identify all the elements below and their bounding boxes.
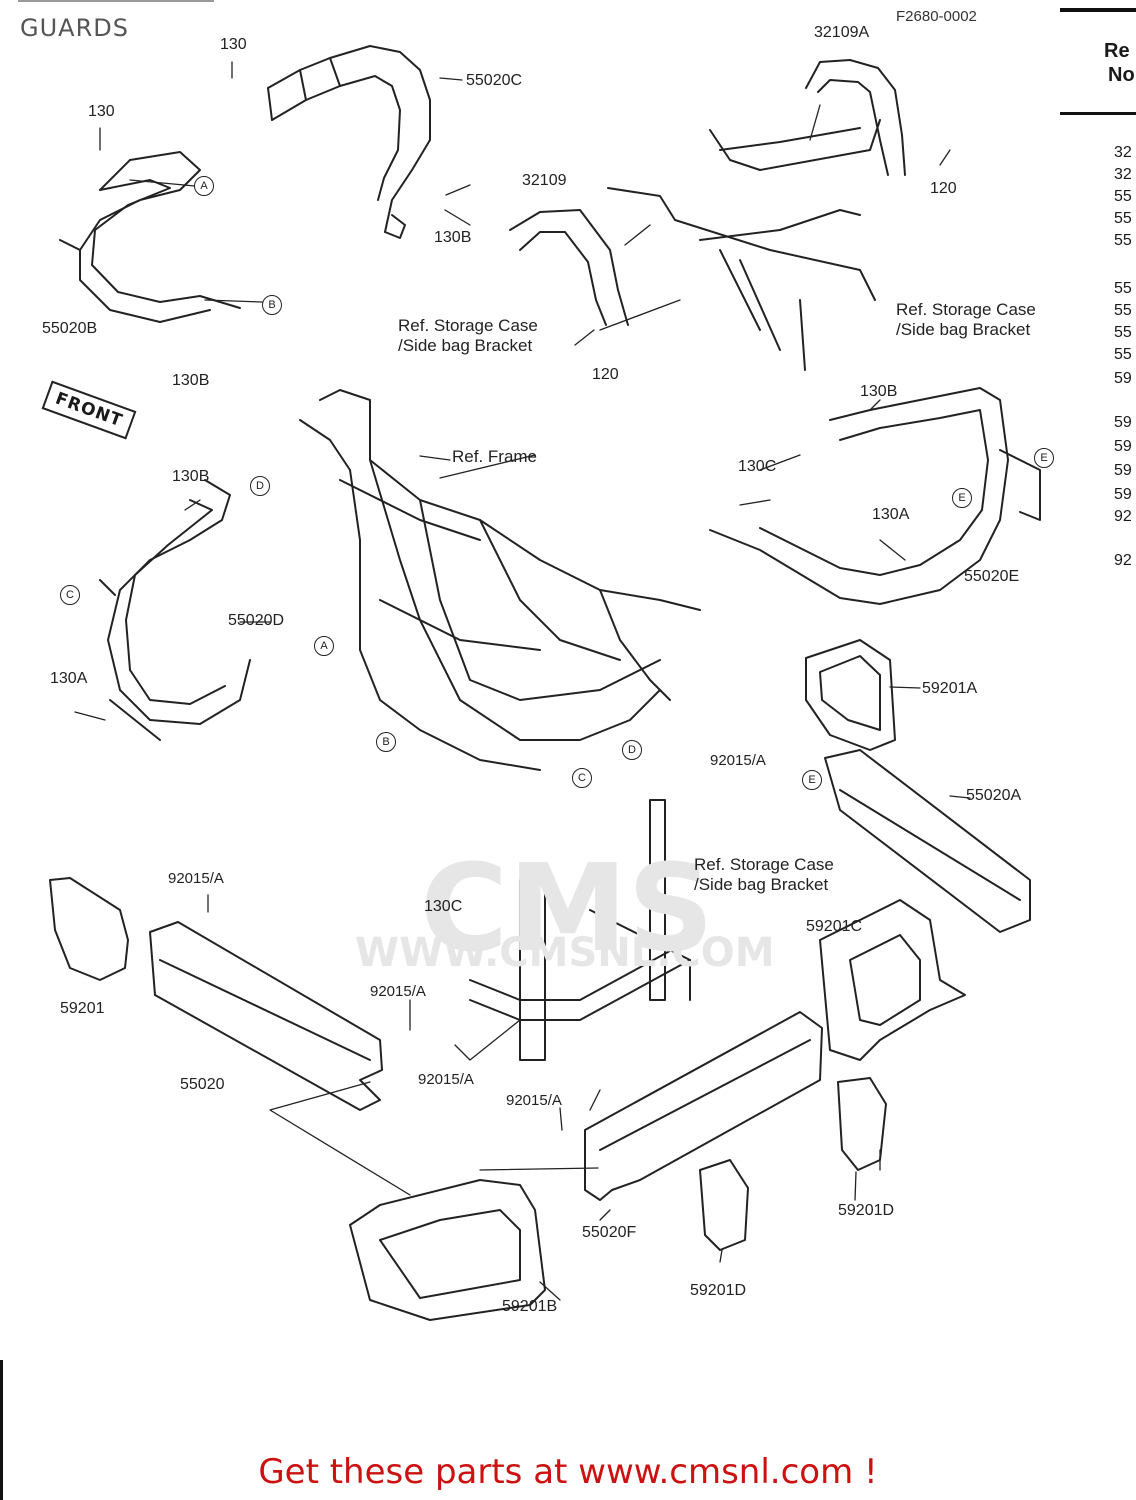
part-label: 130A (872, 506, 910, 523)
ref-note-line: /Side bag Bracket (694, 875, 829, 894)
table-row: 59 (1114, 486, 1132, 503)
ref-note-storage-case: Ref. Storage Case /Side bag Bracket (694, 855, 834, 895)
cover-59201C (819, 899, 966, 1061)
table-row: 92 (1114, 552, 1132, 569)
bar-55020F (584, 1011, 823, 1201)
part-label: 92015/A (370, 983, 426, 1000)
bar-55020A (824, 749, 1031, 933)
part-label: 59201B (502, 1298, 558, 1315)
table-header-no: No (1108, 64, 1135, 86)
marker-b: B (262, 295, 282, 315)
part-label: 92015/A (418, 1071, 474, 1088)
part-label: 55020A (966, 787, 1022, 804)
cover-59201B (349, 1179, 546, 1321)
part-label: 120 (930, 180, 957, 197)
part-label: 130B (860, 383, 898, 400)
watermark-logo: CMS (420, 840, 714, 979)
footer-link[interactable]: Get these parts at www.cmsnl.com ! (258, 1452, 878, 1492)
table-row: 55 (1114, 188, 1132, 205)
part-label: 130B (172, 372, 210, 389)
table-header-ref: Re (1104, 40, 1130, 62)
marker-e: E (952, 488, 972, 508)
part-label: 120 (592, 366, 619, 383)
part-label: 59201 (60, 1000, 105, 1017)
ref-note-frame: Ref. Frame (452, 447, 538, 466)
carrier-32109 (509, 187, 876, 371)
table-row: 55 (1114, 210, 1132, 227)
marker-b: B (376, 732, 396, 752)
marker-d: D (250, 476, 270, 496)
marker-e: E (802, 770, 822, 790)
part-label: 55020C (466, 72, 523, 89)
table-rule (1060, 8, 1136, 12)
carrier-32109A (709, 59, 906, 176)
part-label: 130C (738, 458, 777, 475)
part-label: 59201D (690, 1282, 747, 1299)
table-row: 92 (1114, 508, 1132, 525)
cover-59201 (49, 877, 129, 981)
part-label: 130B (172, 468, 210, 485)
part-label: 55020 (180, 1076, 225, 1093)
marker-a: A (194, 176, 214, 196)
guard-55020B (59, 151, 241, 323)
ref-note-line: Ref. Storage Case (896, 300, 1036, 319)
part-label: 130C (424, 898, 463, 915)
table-row: 59 (1114, 414, 1132, 431)
table-row: 55 (1114, 324, 1132, 341)
part-label: 92015/A (168, 870, 224, 887)
part-label: 59201D (838, 1202, 895, 1219)
part-label: 55020D (228, 612, 285, 629)
reference-table-column: Re No 32 32 55 55 55 55 55 55 55 59 59 5… (1056, 0, 1136, 600)
table-rule (1060, 112, 1136, 115)
marker-e: E (1034, 448, 1054, 468)
table-row: 32 (1114, 144, 1132, 161)
part-label: 59201C (806, 918, 863, 935)
guard-55020C (267, 45, 431, 239)
marker-a: A (314, 636, 334, 656)
table-row: 59 (1114, 370, 1132, 387)
table-row: 55 (1114, 232, 1132, 249)
page-title: GUARDS (20, 14, 129, 42)
part-label: 55020F (582, 1224, 637, 1241)
part-label: 130 (88, 103, 115, 120)
part-label: 130A (50, 670, 88, 687)
cover-59201A (805, 639, 896, 751)
part-label: 55020E (964, 568, 1020, 585)
figure-code: F2680-0002 (896, 8, 977, 25)
table-row: 59 (1114, 438, 1132, 455)
part-label: 92015/A (710, 752, 766, 769)
bar-55020 (149, 921, 383, 1111)
marker-d: D (622, 740, 642, 760)
table-row: 55 (1114, 280, 1132, 297)
page-edge-bar (0, 1360, 3, 1500)
table-row: 55 (1114, 302, 1132, 319)
ref-note-storage-case: Ref. Storage Case /Side bag Bracket (398, 316, 538, 356)
leader-lines (74, 61, 971, 1301)
guard-55020D (99, 479, 251, 741)
part-label: 32109 (522, 172, 567, 189)
ref-note-storage-case: Ref. Storage Case /Side bag Bracket (896, 300, 1036, 340)
marker-c: C (60, 585, 80, 605)
watermark-url: WWW.CMSNL.COM (355, 930, 775, 976)
ref-note-line: Ref. Storage Case (398, 316, 538, 335)
table-row: 59 (1114, 462, 1132, 479)
part-label: 130 (220, 36, 247, 53)
part-label: 32109A (814, 24, 870, 41)
part-label: 55020B (42, 320, 98, 337)
part-label: 92015/A (506, 1092, 562, 1109)
frame-outline (299, 389, 701, 771)
part-label: 130B (434, 229, 472, 246)
cover-59201D (699, 1077, 887, 1251)
guard-55020E (709, 387, 1041, 605)
ref-note-line: Ref. Storage Case (694, 855, 834, 874)
table-row: 55 (1114, 346, 1132, 363)
ref-note-line: /Side bag Bracket (896, 320, 1031, 339)
marker-c: C (572, 768, 592, 788)
ref-note-line: /Side bag Bracket (398, 336, 533, 355)
part-label: 59201A (922, 680, 978, 697)
table-row: 32 (1114, 166, 1132, 183)
storage-bracket (469, 799, 691, 1061)
title-rule (18, 0, 214, 2)
